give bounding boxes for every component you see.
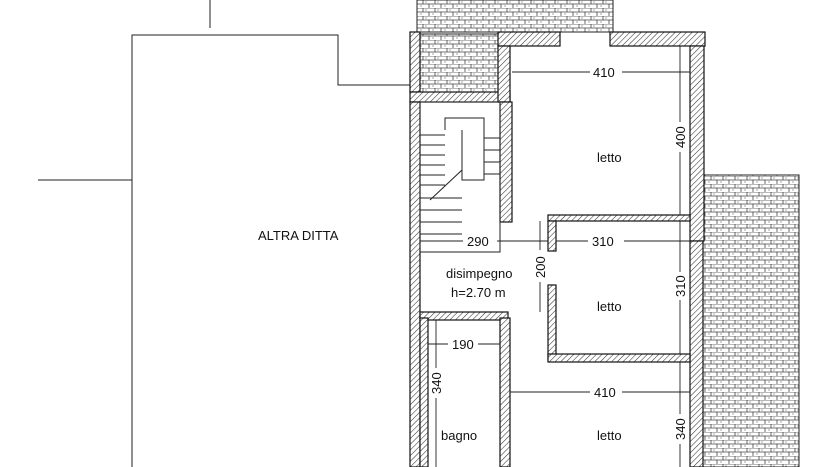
room-label-other-company: ALTRA DITTA [258,228,339,243]
staircase [419,101,501,253]
dim-bedroom-3-depth: 340 [673,418,688,440]
neighbour-outline [38,0,411,467]
dim-bathroom-width: 190 [452,337,474,352]
dim-hallway-width: 290 [467,234,489,249]
room-label-bedroom-2: letto [597,299,622,314]
dimension-lines [420,46,690,467]
roof-tiles-left [419,33,499,93]
roof-tiles-right [702,174,800,467]
dim-bedroom-1-width: 410 [593,65,615,80]
dim-bathroom-depth: 340 [429,372,444,394]
room-label-bathroom: bagno [441,428,477,443]
dim-hallway-depth: 200 [533,256,548,278]
walls [409,31,706,467]
dim-bedroom-1-depth: 400 [673,126,688,148]
room-label-hallway: disimpegno [446,266,513,281]
dim-bedroom-3-width: 410 [594,385,616,400]
room-label-bedroom-1: letto [597,150,622,165]
dim-bedroom-2-width: 310 [592,234,614,249]
room-label-bedroom-3: letto [597,428,622,443]
roof-tiles-top [416,0,614,33]
dim-bedroom-2-depth: 310 [673,275,688,297]
hallway-height: h=2.70 m [451,285,506,300]
